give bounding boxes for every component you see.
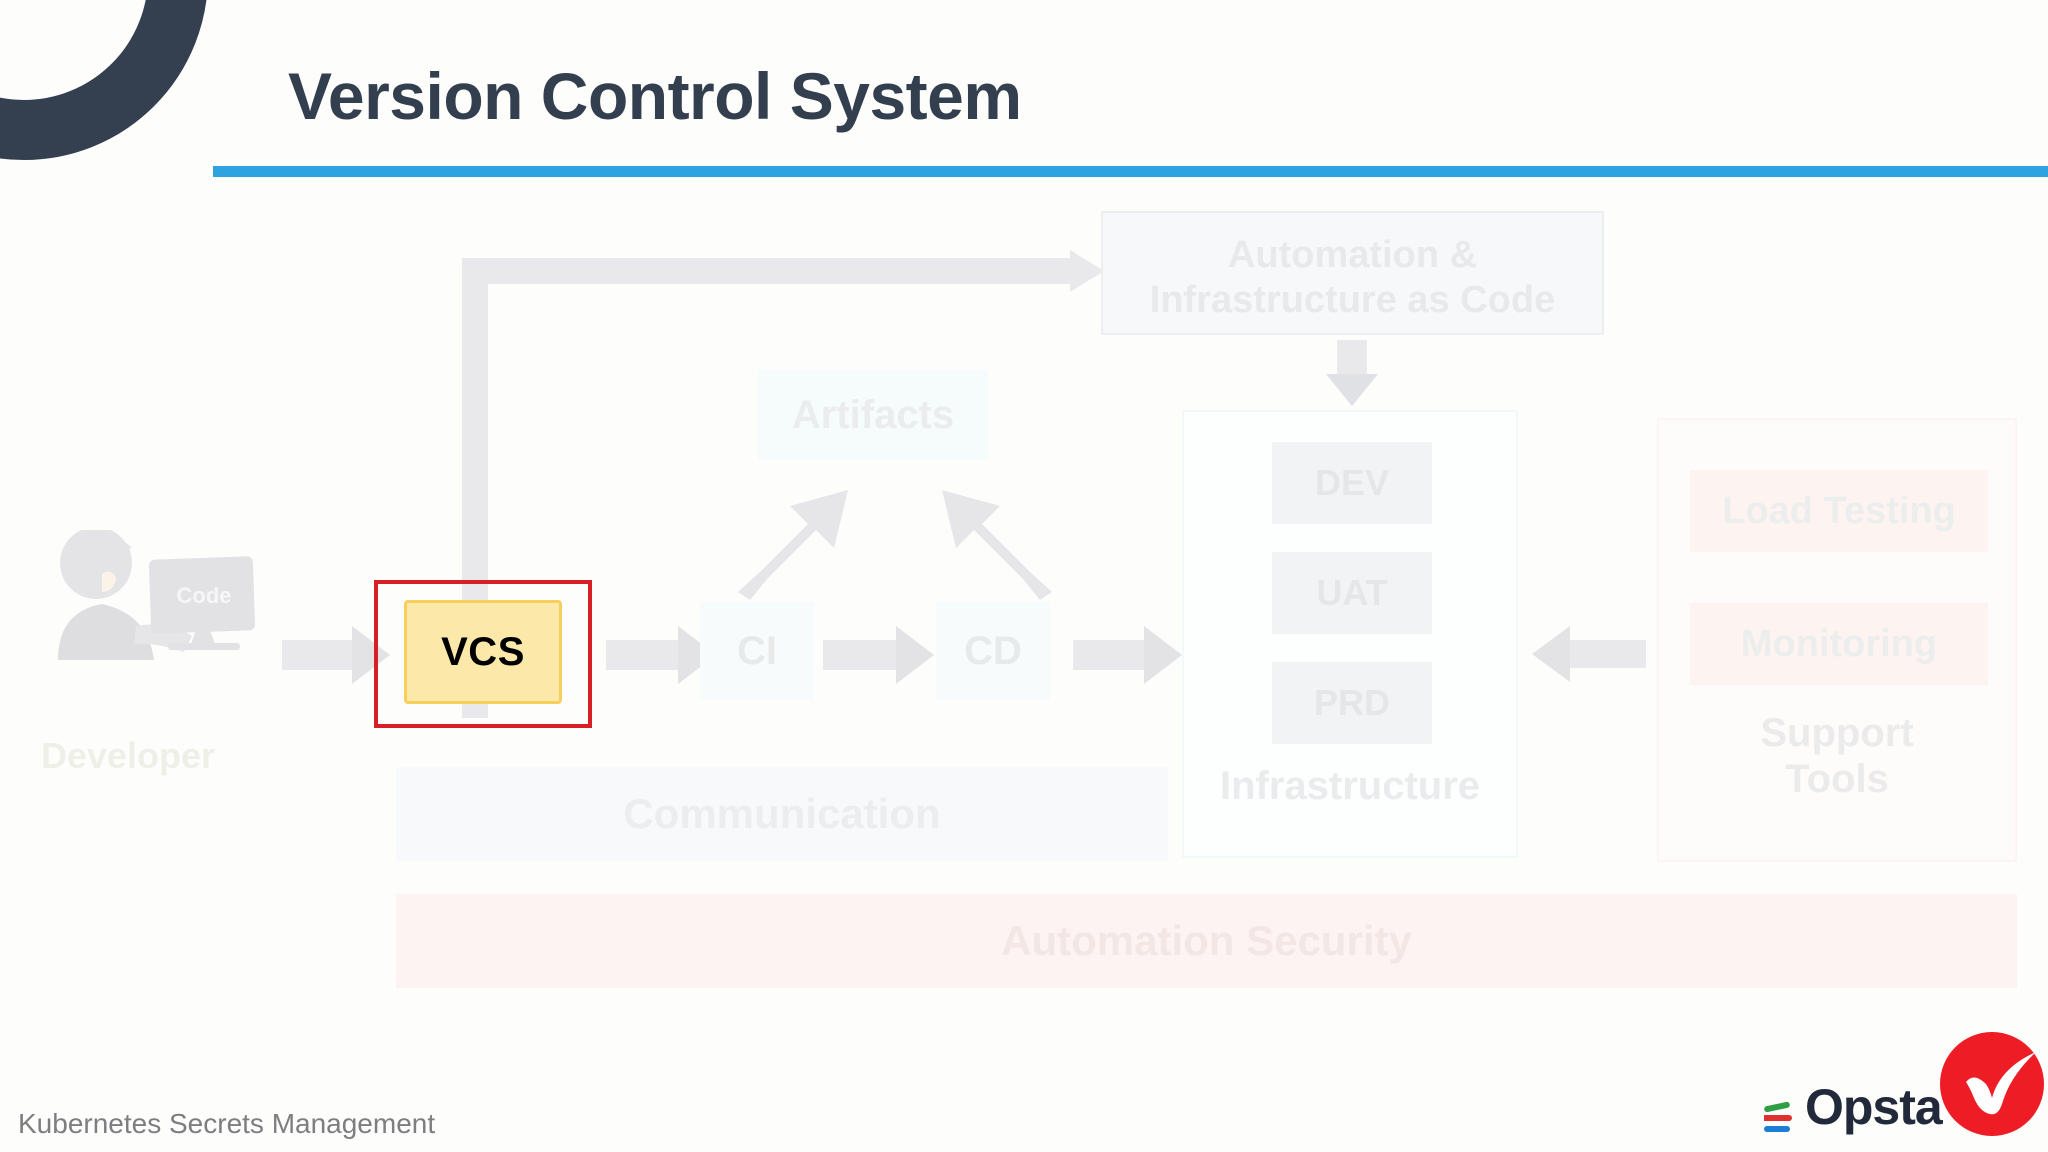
ci-node[interactable]: CI xyxy=(700,602,814,700)
environment-dev[interactable]: DEV xyxy=(1272,442,1432,524)
arrow-artifacts-to-cd-icon xyxy=(942,490,1052,600)
support-tools-title-line2: Tools xyxy=(1785,757,1889,801)
title-underline-rule xyxy=(213,166,2048,177)
support-tool-monitoring-label: Monitoring xyxy=(1740,623,1938,665)
support-tool-load-testing[interactable]: Load Testing xyxy=(1690,470,1988,552)
arrow-developer-to-vcs-shaft xyxy=(282,640,354,670)
infrastructure-title: Infrastructure xyxy=(1219,764,1481,808)
arrowhead-to-automation-icon xyxy=(1070,250,1104,292)
developer-figure-icon xyxy=(58,527,256,660)
artifacts-node[interactable]: Artifacts xyxy=(758,370,988,460)
automation-iac-line2: Infrastructure as Code xyxy=(1149,278,1556,321)
cd-label: CD xyxy=(964,628,1022,673)
arrowhead-down-to-infrastructure-icon xyxy=(1326,374,1378,406)
arrowhead-support-to-infrastructure-icon xyxy=(1532,626,1570,682)
arrow-support-to-infrastructure-shaft xyxy=(1570,640,1646,668)
developer-label: Developer xyxy=(40,735,216,776)
environment-prd-label: PRD xyxy=(1313,682,1390,723)
automation-iac-box: Automation & Infrastructure as Code xyxy=(1101,211,1604,335)
monitor-code-label: Code xyxy=(176,583,232,608)
communication-label: Communication xyxy=(623,790,941,838)
automation-security-label: Automation Security xyxy=(1001,917,1412,965)
support-tool-monitoring[interactable]: Monitoring xyxy=(1690,603,1988,685)
environment-dev-label: DEV xyxy=(1314,462,1390,503)
connector-automation-to-infra-shaft xyxy=(1337,340,1367,378)
artifacts-label: Artifacts xyxy=(791,392,955,437)
check-mark-icon xyxy=(1966,1052,2036,1115)
arrowhead-ci-to-cd-icon xyxy=(896,626,934,684)
arrowhead-developer-to-vcs-icon xyxy=(352,626,390,684)
communication-bar[interactable]: Communication xyxy=(396,767,1168,861)
environment-uat-label: UAT xyxy=(1316,572,1388,613)
opsta-logo-icon xyxy=(1764,1101,1792,1132)
arrowhead-cd-to-infrastructure-icon xyxy=(1144,626,1182,684)
environment-uat[interactable]: UAT xyxy=(1272,552,1432,634)
ci-label: CI xyxy=(737,628,777,673)
footer-deck-title: Kubernetes Secrets Management xyxy=(18,1108,436,1139)
support-tools-title-line1: Support xyxy=(1760,711,1914,755)
arrow-vcs-to-ci-shaft xyxy=(606,640,682,670)
arrow-ci-to-artifacts-icon xyxy=(738,490,848,600)
arrow-cd-to-infrastructure-shaft xyxy=(1073,640,1149,670)
infrastructure-panel: DEV UAT PRD Infrastructure xyxy=(1182,410,1518,858)
connector-vcs-to-automation-horizontal xyxy=(462,258,1072,284)
automation-iac-line1: Automation & xyxy=(1227,234,1478,276)
check-badge xyxy=(1940,1032,2044,1136)
cd-node[interactable]: CD xyxy=(936,602,1050,700)
support-tool-load-testing-label: Load Testing xyxy=(1722,490,1956,532)
environment-prd[interactable]: PRD xyxy=(1272,662,1432,744)
automation-security-bar[interactable]: Automation Security xyxy=(396,894,2017,988)
arrow-ci-to-cd-shaft xyxy=(823,640,901,670)
vcs-node[interactable]: VCS xyxy=(404,600,562,704)
page-title: Version Control System xyxy=(288,59,1022,133)
developer-illustration: Code xyxy=(28,527,258,660)
opsta-wordmark: Opsta xyxy=(1805,1079,1943,1135)
corner-ring-decoration xyxy=(0,0,208,160)
vcs-highlight-outline xyxy=(374,580,592,728)
support-tools-panel: Load Testing Monitoring Support Tools xyxy=(1657,418,2017,862)
